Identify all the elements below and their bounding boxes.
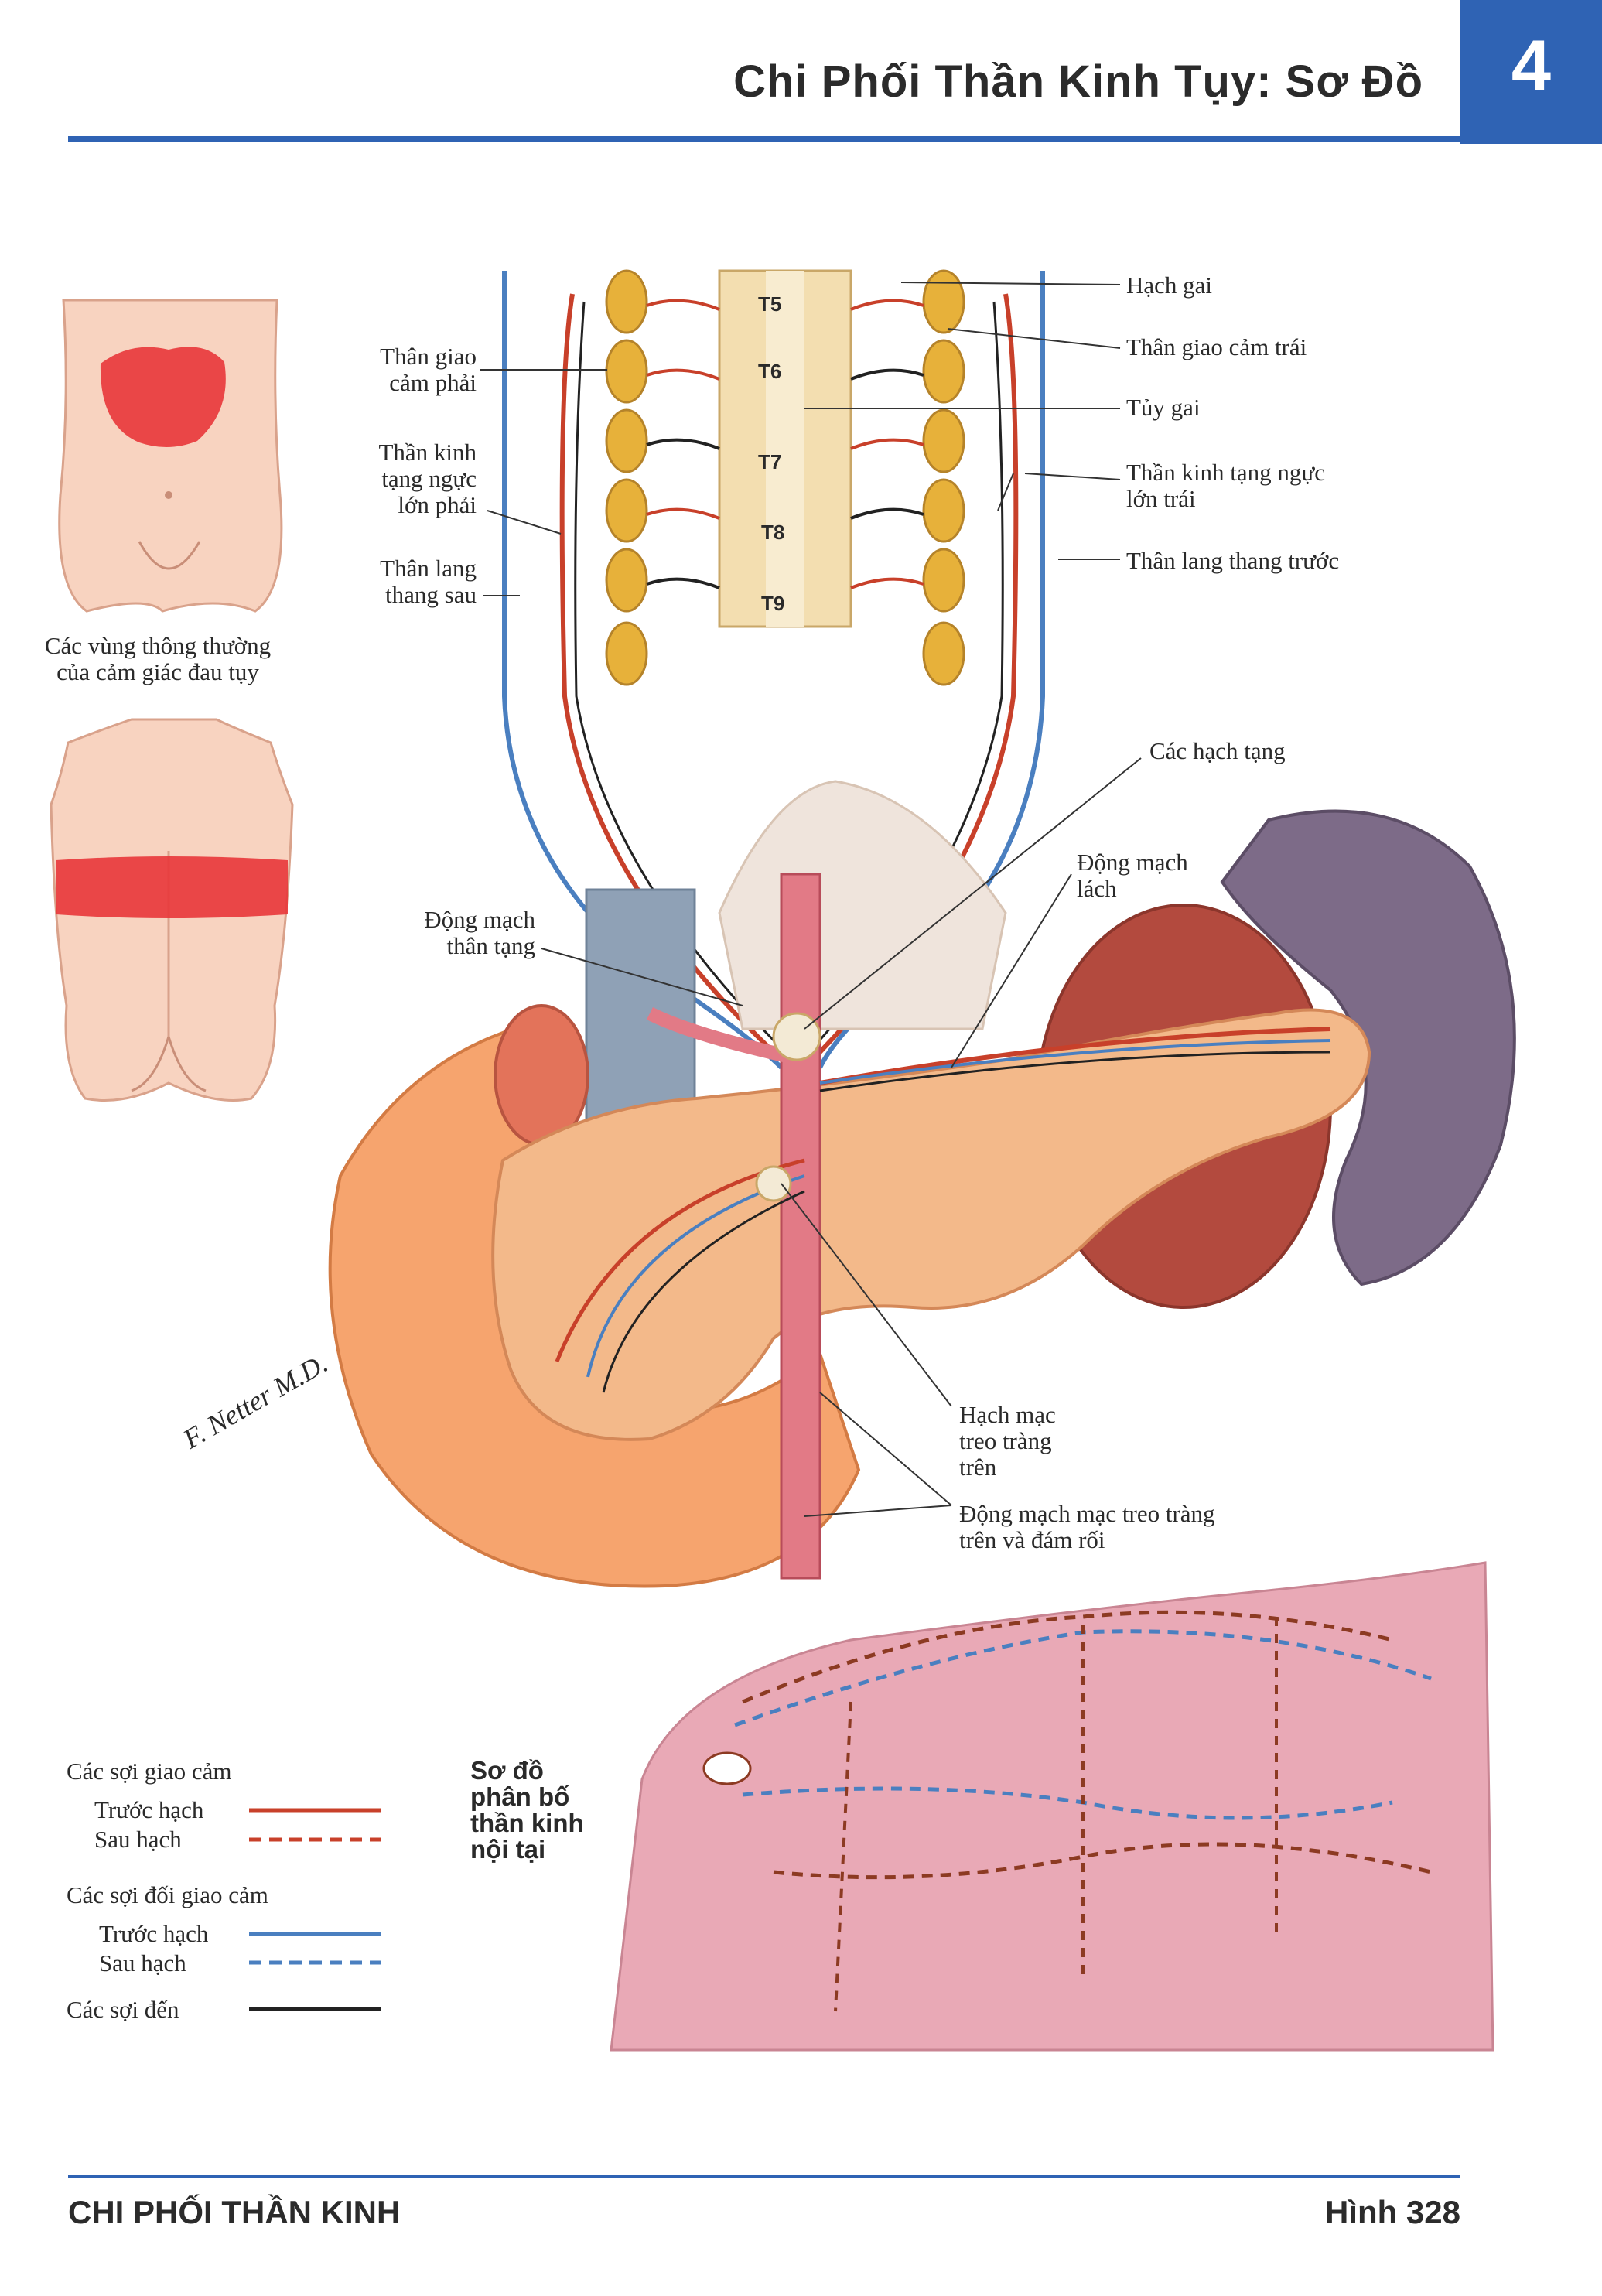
- back-figure: [50, 718, 294, 1102]
- label-sup-mesenteric-ganglion-2: treo tràng: [959, 1427, 1052, 1454]
- schema-title-line: thần kinh: [470, 1809, 584, 1837]
- histology-panel: [610, 1561, 1494, 2052]
- legend-swatches: [249, 1808, 381, 2011]
- level-label-t5: T5: [758, 292, 782, 316]
- label-anterior-vagal-trunk: Thân lang thang trước: [1126, 547, 1340, 574]
- spinal-cord: [718, 269, 852, 628]
- legend-sympathetic-pre: Trước hạch: [94, 1796, 204, 1823]
- label-left-sympathetic-trunk: Thân giao cảm trái: [1126, 333, 1307, 360]
- legend-sympathetic-post: Sau hạch: [94, 1826, 182, 1853]
- footer-section-title: CHI PHỐI THẦN KINH: [68, 2194, 401, 2230]
- superior-mesenteric-ganglion: [755, 1165, 792, 1202]
- abdomen-front-figure: [58, 299, 283, 613]
- legend-parasympathetic-pre: Trước hạch: [99, 1920, 209, 1947]
- label-splenic-artery-1: Động mạch: [1077, 849, 1188, 876]
- diaphragm-crura: [718, 780, 1007, 1030]
- label-right-greater-splanchnic-2: tạng ngực: [381, 465, 477, 492]
- label-spinal-ganglion: Hạch gai: [1126, 272, 1213, 299]
- label-spinal-cord: Tủy gai: [1126, 394, 1201, 421]
- pancreas: [491, 1008, 1371, 1441]
- label-sup-mesenteric-ganglion-1: Hạch mạc: [959, 1401, 1056, 1428]
- label-sup-mesenteric-artery-2: trên và đám rối: [959, 1526, 1105, 1553]
- legend-afferent: Các sợi đến: [67, 1996, 179, 2023]
- level-label-t8: T8: [761, 521, 785, 544]
- level-label-t6: T6: [758, 360, 782, 383]
- page-title: Chi Phối Thần Kinh Tụy: Sơ Đồ: [733, 56, 1423, 107]
- schema-title-line: nội tại: [470, 1835, 546, 1864]
- label-splenic-artery-2: lách: [1077, 875, 1117, 902]
- label-celiac-trunk-1: Động mạch: [424, 906, 535, 933]
- splenic-artery: [819, 1027, 1331, 1085]
- label-sup-mesenteric-ganglion-3: trên: [959, 1454, 997, 1481]
- header-divider: [68, 136, 1460, 142]
- label-posterior-vagal-trunk-2: thang sau: [385, 581, 477, 608]
- spinal-rami: [646, 299, 924, 589]
- label-right-sympathetic-trunk-1: Thân giao: [380, 343, 477, 370]
- label-celiac-ganglia: Các hạch tạng: [1149, 737, 1286, 764]
- level-label-t7: T7: [758, 450, 782, 473]
- schema-title-line: phân bố: [470, 1782, 570, 1811]
- label-right-sympathetic-trunk-2: cảm phải: [389, 369, 477, 396]
- label-left-greater-splanchnic-1: Thần kinh tạng ngực: [1126, 459, 1325, 486]
- footer-figure-number: Hình 328: [1324, 2194, 1460, 2230]
- label-pain-areas-2: của cảm giác đau tụy: [56, 658, 259, 685]
- leader-lines: [480, 282, 1142, 1517]
- label-posterior-vagal-trunk-1: Thân lang: [380, 555, 477, 582]
- label-right-greater-splanchnic-3: lớn phải: [398, 491, 477, 518]
- celiac-trunk: [646, 1006, 806, 1067]
- label-sup-mesenteric-artery-1: Động mạch mạc treo tràng: [959, 1500, 1215, 1527]
- schema-title-line: Sơ đồ: [470, 1756, 544, 1785]
- legend-parasympathetic-post: Sau hạch: [99, 1949, 186, 1977]
- label-right-greater-splanchnic-1: Thần kinh: [378, 439, 477, 466]
- sympathetic-chain-left: [922, 269, 965, 686]
- label-pain-areas-1: Các vùng thông thường: [44, 632, 272, 659]
- legend-parasympathetic-heading: Các sợi đối giao cảm: [67, 1881, 268, 1908]
- level-label-t9: T9: [761, 592, 785, 615]
- legend-sympathetic-heading: Các sợi giao cảm: [67, 1758, 232, 1785]
- intrinsic-innervation-title: Sơ đồ phân bố thần kinh nội tại: [470, 1758, 584, 1863]
- label-left-greater-splanchnic-2: lớn trái: [1126, 485, 1196, 512]
- sympathetic-chain-right: [605, 269, 648, 686]
- celiac-ganglion: [772, 1012, 821, 1061]
- footer-divider: [68, 2175, 1460, 2178]
- label-celiac-trunk-2: thân tạng: [446, 932, 536, 959]
- chapter-badge: 4: [1460, 0, 1602, 144]
